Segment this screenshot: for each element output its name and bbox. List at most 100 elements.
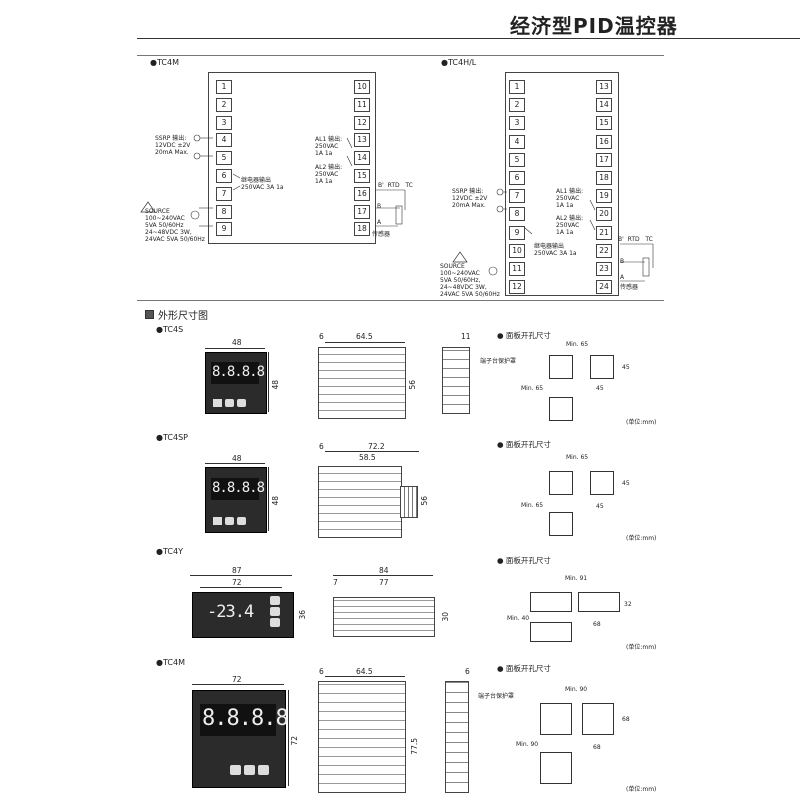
terminal-17: 17: [596, 152, 612, 167]
tc4m-height-line: [288, 690, 289, 786]
tc4y-up-button[interactable]: [270, 596, 280, 605]
tc4y-side-height: 30: [441, 612, 450, 622]
tc4m-width-line: [192, 684, 284, 685]
tc4m-down-button[interactable]: [244, 765, 255, 775]
terminal-24: 24: [596, 280, 612, 295]
tc4sp-up-button[interactable]: [237, 517, 246, 525]
tc4y-down-button[interactable]: [270, 607, 280, 616]
tc4s-cutout-1: [549, 355, 573, 379]
terminal-20: 20: [596, 207, 612, 222]
tc4sp-cutout-1: [549, 471, 573, 495]
tc4s-back-view: [442, 347, 470, 414]
tc4y-side-depth-line: [333, 575, 433, 576]
terminal-14: 14: [596, 98, 612, 113]
tc4sp-mode-button[interactable]: [213, 517, 222, 525]
terminal-5: 5: [216, 151, 232, 166]
tc4m-side-height: 77.5: [410, 738, 419, 755]
tc4y-side-view: [333, 597, 435, 637]
tc4s-screen: [211, 362, 259, 384]
terminal-18: 18: [354, 222, 370, 237]
tc4y-width-line: [190, 575, 292, 576]
tc4m-source-label: SOURCE 100~240VAC 5VA 50/60Hz 24~48VDC 3…: [145, 208, 205, 243]
tc4s-side-view: [318, 347, 406, 419]
terminal-16: 16: [596, 134, 612, 149]
terminal-9: 9: [216, 222, 232, 237]
tc4s-min-width: Min. 65: [566, 341, 589, 348]
terminal-15: 15: [596, 116, 612, 131]
tc4s-side-front: 6: [319, 332, 324, 341]
tc4s-mode-button[interactable]: [213, 399, 222, 407]
tc4s-cutout-title: ● 面板开孔尺寸: [497, 331, 551, 340]
tc4m-display: 8.8.8.8: [202, 706, 289, 731]
tc4s-down-button[interactable]: [225, 399, 234, 407]
terminal-10: 10: [354, 80, 370, 94]
terminal-3: 3: [216, 115, 232, 130]
tc4s-min-height: Min. 65: [521, 385, 544, 392]
tc4y-hole-height: 32: [624, 601, 632, 608]
tc4m-wiring-label: ●TC4M: [150, 58, 179, 67]
tc4m-min-width: Min. 90: [565, 686, 588, 693]
tc4s-unit: (单位:mm): [626, 419, 657, 426]
terminal-16: 16: [354, 186, 370, 201]
tc4sp-buttons-row: [213, 517, 246, 525]
tc4s-up-button[interactable]: [237, 399, 246, 407]
terminal-9: 9: [509, 225, 525, 240]
tc4m-ssrp-label: SSRP 输出: 12VDC ±2V 20mA Max.: [155, 135, 191, 156]
tc4hl-housing: [505, 72, 619, 296]
terminal-4: 4: [216, 133, 232, 148]
tc4m-up-button[interactable]: [258, 765, 269, 775]
tc4m-side-front: 6: [319, 667, 324, 676]
tc4m-cutout-3: [540, 752, 572, 784]
terminal-12: 12: [354, 115, 370, 130]
tc4sp-width-line: [205, 463, 265, 464]
tc4y-inner-width-dim: 72: [232, 578, 242, 587]
terminal-7: 7: [216, 186, 232, 201]
tc4sp-label: ●TC4SP: [156, 433, 188, 442]
tc4m-relay-label: 继电器输出 250VAC 3A 1a: [241, 177, 284, 191]
tc4y-hole-width: 68: [593, 621, 601, 628]
terminal-8: 8: [216, 204, 232, 219]
terminal-21: 21: [596, 225, 612, 240]
tc4m-b-label: B: [377, 203, 382, 210]
tc4y-display: -23.4: [207, 602, 254, 622]
tc4m-hole-width: 68: [593, 744, 601, 751]
tc4y-mode-button[interactable]: [270, 618, 280, 627]
tc4m-mode-button[interactable]: [230, 765, 241, 775]
tc4m-housing: [208, 72, 376, 244]
tc4y-width-dim: 87: [232, 566, 242, 575]
terminal-6: 6: [509, 171, 525, 185]
tc4hl-relay-label: 继电器输出 250VAC 3A 1a: [534, 243, 577, 257]
tc4m-buttons-row: [230, 765, 269, 775]
tc4hl-sensor-label: 传感器: [620, 284, 639, 291]
tc4y-cutout-title: ● 面板开孔尺寸: [497, 556, 551, 565]
tc4s-back-width: 11: [461, 332, 471, 341]
terminal-6: 6: [216, 169, 232, 183]
tc4s-height-dim: 48: [271, 380, 280, 390]
tc4y-side-mid: 77: [379, 578, 389, 587]
tc4y-label: ●TC4Y: [156, 547, 183, 556]
tc4sp-side-front: 6: [319, 442, 324, 451]
tc4sp-min-height: Min. 65: [521, 502, 544, 509]
tc4sp-down-button[interactable]: [225, 517, 234, 525]
tc4m-al1-label: AL1 输出: 250VAC 1A 1a: [315, 136, 343, 157]
tc4m-sensor-label: 传感器: [372, 231, 391, 238]
tc4sp-cutout-title: ● 面板开孔尺寸: [497, 440, 551, 449]
tc4hl-wiring-lines: [452, 188, 654, 282]
section-title: 外形尺寸图: [158, 311, 208, 322]
tc4m-rtd-header: B' RTD TC: [378, 182, 413, 189]
tc4m-height-dim: 72: [290, 736, 299, 746]
tc4m-unit: (单位:mm): [626, 786, 657, 793]
tc4hl-b-label: B: [620, 258, 625, 265]
terminal-2: 2: [216, 97, 232, 112]
terminal-18: 18: [596, 171, 612, 185]
terminal-1: 1: [509, 80, 525, 94]
tc4m-al2-label: AL2 输出: 250VAC 1A 1a: [315, 164, 343, 185]
tc4m-screen: [200, 704, 276, 736]
tc4s-side-height: 56: [408, 380, 417, 390]
tc4hl-rtd-header: B' RTD TC: [618, 236, 653, 243]
tc4m-cutout-2: [582, 703, 614, 735]
page-title: 经济型PID温控器: [510, 14, 678, 38]
tc4hl-wiring-label: ●TC4H/L: [441, 58, 477, 67]
terminal-10: 10: [509, 243, 525, 258]
tc4sp-side-view: [318, 466, 402, 538]
